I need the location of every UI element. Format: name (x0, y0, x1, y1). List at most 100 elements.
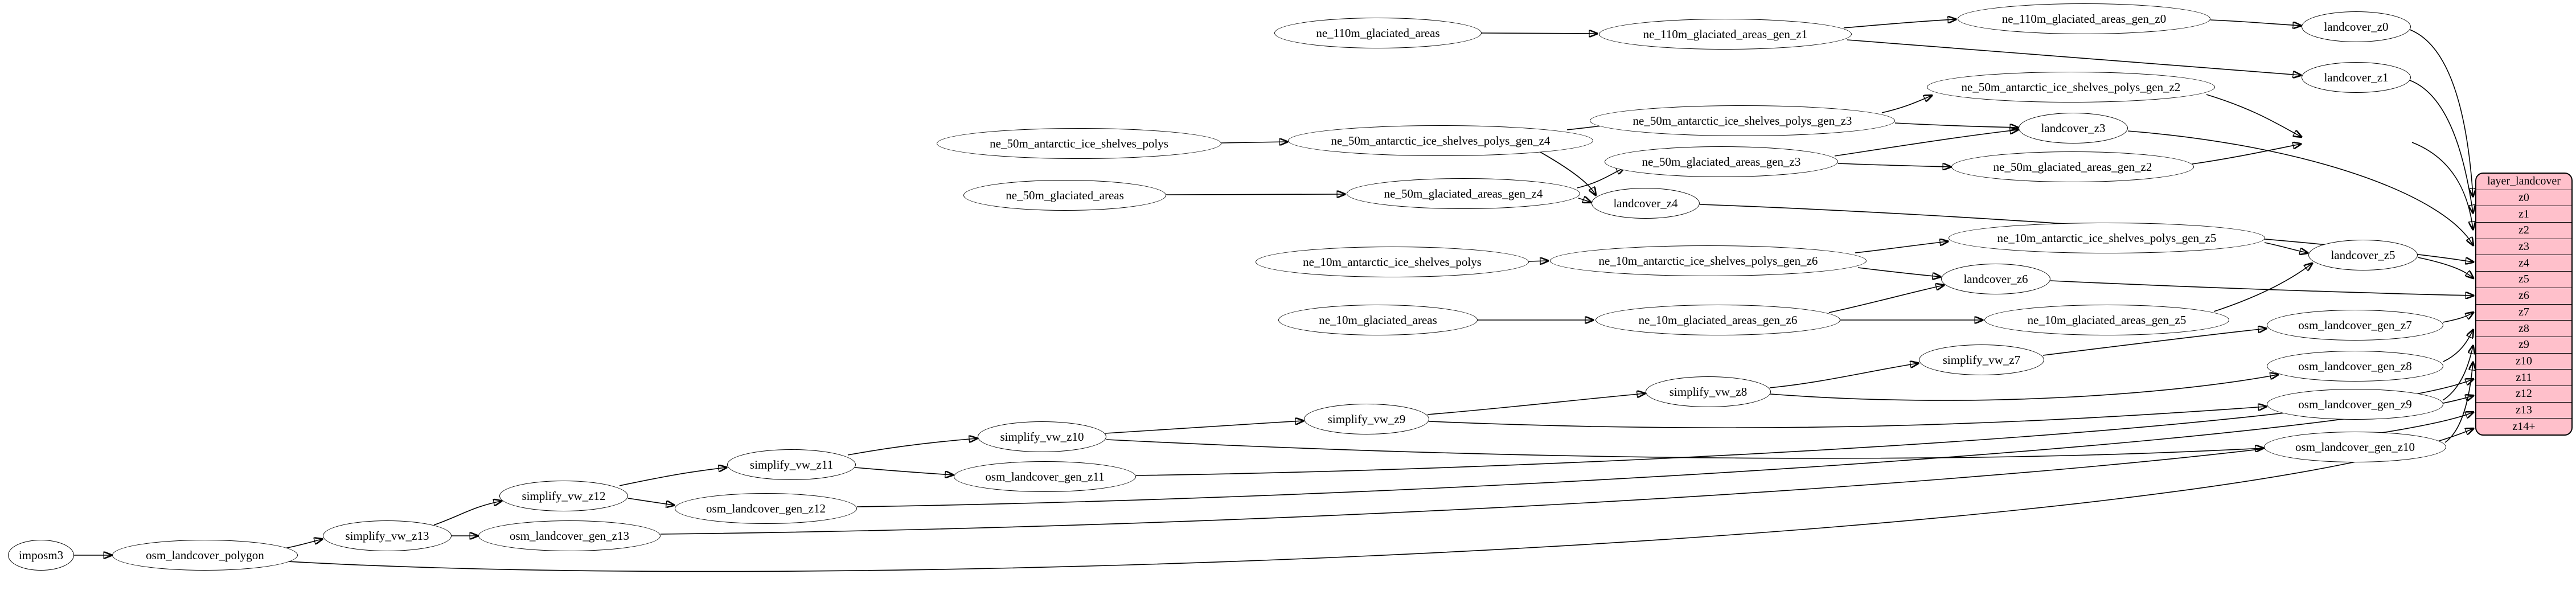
edge-ne_10m_glaciated_gen_z5-landcover_z5 (2213, 264, 2312, 312)
edge-ne_50m_shelves_gen_z2-landcover_z2 (2206, 94, 2301, 137)
node-landcover_z4: landcover_z4 (1591, 188, 1700, 219)
node-osm_landcover_gen_z11: osm_landcover_gen_z11 (954, 461, 1136, 492)
table-row-z9: z9 (2476, 336, 2571, 353)
node-ne_10m_antarctic_ice_shelves_polys: ne_10m_antarctic_ice_shelves_polys (1256, 247, 1529, 277)
edge-ne_110m_gen_z0-landcover_z0 (2210, 19, 2300, 26)
node-osm_landcover_gen_z8: osm_landcover_gen_z8 (2267, 351, 2443, 382)
edge-landcover_z1-z1 (2409, 80, 2473, 212)
node-ne_10m_antarctic_ice_shelves_polys_gen_z6: ne_10m_antarctic_ice_shelves_polys_gen_z… (1550, 245, 1867, 276)
node-osm_landcover_gen_z9: osm_landcover_gen_z9 (2267, 389, 2443, 420)
edge-simplify_vw_z12-osm_landcover_gen_z12 (627, 498, 674, 505)
node-landcover_z1: landcover_z1 (2302, 62, 2411, 93)
table-row-z1: z1 (2476, 206, 2571, 222)
node-landcover_z6: landcover_z6 (1941, 264, 2050, 294)
table-row-z13: z13 (2476, 401, 2571, 419)
table-row-z3: z3 (2476, 238, 2571, 255)
edge-simplify_vw_z13-simplify_vw_z12 (433, 501, 501, 526)
edge-osm_landcover_gen_z10-z10 (2444, 363, 2473, 443)
edge-osm_landcover_gen_z7-z7 (2442, 313, 2473, 323)
node-simplify_vw_z11: simplify_vw_z11 (727, 449, 856, 480)
edge-landcover_z3-z3 (2127, 130, 2473, 245)
node-simplify_vw_z9: simplify_vw_z9 (1304, 404, 1429, 434)
edge-landcover_z2-z2 (2411, 142, 2473, 229)
edge-ne_50m_glaciated-gen_z4 (1166, 194, 1344, 195)
edge-ne_50m_shelves_gen_z3-landcover_z3 (1894, 122, 2017, 128)
table-row-z12: z12 (2476, 385, 2571, 402)
node-ne_50m_glaciated_areas_gen_z2: ne_50m_glaciated_areas_gen_z2 (1951, 151, 2194, 182)
edge-landcover_z6-z6 (2050, 280, 2473, 296)
edge-osm_landcover_gen_z12-z12 (856, 396, 2473, 507)
node-osm_landcover_gen_z12: osm_landcover_gen_z12 (675, 493, 857, 524)
edge-simplify_vw_z12-simplify_vw_z11 (619, 468, 726, 486)
node-ne_10m_glaciated_areas: ne_10m_glaciated_areas (1278, 305, 1478, 335)
edge-ne_110m_gen_z1-gen_z0 (1843, 19, 1955, 28)
edge-ne_10m_shelves_gen_z5-landcover_z5 (2264, 242, 2307, 253)
edge-ne_50m_glaciated_gen_z3-gen_z2 (1837, 163, 1950, 167)
node-simplify_vw_z13: simplify_vw_z13 (323, 520, 452, 551)
edge-osm_landcover_gen_z8-z8 (2443, 330, 2473, 362)
edge-simplify_vw_z10-osm_landcover_gen_z10 (1106, 439, 2263, 459)
node-ne_50m_antarctic_ice_shelves_polys: ne_50m_antarctic_ice_shelves_polys (937, 128, 1221, 159)
edge-ne_50m_glaciated_gen_z3-landcover_z3 (1834, 130, 2017, 157)
node-imposm3: imposm3 (8, 540, 74, 571)
edge-simplify_vw_z7-osm_landcover_gen_z7 (2042, 329, 2266, 356)
edge-osm_landcover_gen_z9-z9 (2442, 346, 2473, 401)
node-simplify_vw_z12: simplify_vw_z12 (499, 481, 628, 511)
node-simplify_vw_z10: simplify_vw_z10 (978, 421, 1106, 452)
edge-osm_landcover_polygon-simplify_vw_z13 (284, 539, 322, 549)
table-row-z6: z6 (2476, 287, 2571, 304)
node-ne_110m_glaciated_areas_gen_z1: ne_110m_glaciated_areas_gen_z1 (1599, 19, 1852, 50)
node-ne_50m_glaciated_areas_gen_z3: ne_50m_glaciated_areas_gen_z3 (1605, 146, 1838, 177)
edge-landcover_z5-z5 (2417, 257, 2473, 278)
node-osm_landcover_gen_z13: osm_landcover_gen_z13 (478, 520, 661, 551)
node-ne_10m_glaciated_areas_gen_z5: ne_10m_glaciated_areas_gen_z5 (1984, 305, 2229, 335)
edge-ne_10m_shelves_gen_z6-gen_z5 (1855, 241, 1947, 253)
edge-simplify_vw_z9-osm_landcover_gen_z9 (1428, 407, 2266, 429)
table-row-z5: z5 (2476, 271, 2571, 288)
edge-landcover_z0-z0 (2409, 29, 2473, 196)
table-row-z2: z2 (2476, 222, 2571, 239)
node-ne_110m_glaciated_areas_gen_z0: ne_110m_glaciated_areas_gen_z0 (1958, 3, 2210, 34)
node-ne_50m_antarctic_ice_shelves_polys_gen_z2: ne_50m_antarctic_ice_shelves_polys_gen_z… (1927, 72, 2215, 102)
node-landcover_z5: landcover_z5 (2308, 240, 2418, 270)
node-ne_110m_glaciated_areas: ne_110m_glaciated_areas (1274, 18, 1482, 48)
edge-simplify_vw_z8-osm_landcover_gen_z8 (1770, 375, 2278, 401)
node-simplify_vw_z8: simplify_vw_z8 (1646, 376, 1771, 407)
edge-simplify_vw_z11-osm_landcover_gen_z11 (854, 467, 953, 475)
table-row-z4: z4 (2476, 255, 2571, 271)
node-ne_50m_glaciated_areas_gen_z4: ne_50m_glaciated_areas_gen_z4 (1347, 178, 1580, 209)
table-title: layer_landcover (2487, 175, 2561, 188)
node-simplify_vw_z7: simplify_vw_z7 (1919, 345, 2044, 375)
table-row-z7: z7 (2476, 304, 2571, 321)
node-ne_50m_antarctic_ice_shelves_polys_gen_z4: ne_50m_antarctic_ice_shelves_polys_gen_z… (1288, 125, 1593, 156)
edge-simplify_vw_z9-simplify_vw_z8 (1427, 393, 1644, 415)
edge-osm_landcover_polygon-z14 (287, 429, 2473, 572)
edge-ne_50m_shelves_gen_z3-gen_z2 (1881, 96, 1931, 113)
edge-ne_110m_gen_z1-landcover_z1 (1847, 39, 2300, 75)
edge-simplify_vw_z11-simplify_vw_z10 (847, 438, 977, 456)
node-ne_10m_antarctic_ice_shelves_polys_gen_z5: ne_10m_antarctic_ice_shelves_polys_gen_z… (1949, 223, 2265, 253)
node-landcover_z3: landcover_z3 (2019, 113, 2128, 143)
node-landcover_z0: landcover_z0 (2302, 11, 2411, 42)
edge-ne_10m_glaciated_gen_z6-landcover_z6 (1828, 285, 1943, 313)
edge-ne_10m_shelves_gen_z6-landcover_z6 (1857, 267, 1940, 277)
table-row-z8: z8 (2476, 320, 2571, 337)
table-row-z10: z10 (2476, 352, 2571, 370)
layer-landcover-table: layer_landcover z0 z1 z2 z3 z4 z5 z6 z7 … (2475, 173, 2573, 436)
table-row-z11: z11 (2476, 369, 2571, 386)
edge-ne_50m_shelves_gen_z4-landcover_z4 (1540, 151, 1595, 195)
node-osm_landcover_polygon: osm_landcover_polygon (112, 540, 298, 571)
node-ne_10m_glaciated_areas_gen_z6: ne_10m_glaciated_areas_gen_z6 (1595, 305, 1840, 335)
edge-simplify_vw_z8-simplify_vw_z7 (1769, 363, 1918, 388)
node-ne_50m_antarctic_ice_shelves_polys_gen_z3: ne_50m_antarctic_ice_shelves_polys_gen_z… (1590, 105, 1895, 136)
node-osm_landcover_gen_z7: osm_landcover_gen_z7 (2267, 310, 2443, 341)
node-osm_landcover_gen_z10: osm_landcover_gen_z10 (2264, 432, 2446, 462)
edge-ne_50m_glaciated_gen_z2-landcover_z2 (2192, 144, 2300, 165)
edge-ne_110m_glaciated_areas-gen_z1 (1481, 33, 1597, 34)
node-ne_50m_glaciated_areas: ne_50m_glaciated_areas (963, 180, 1166, 211)
table-row-z14plus: z14+ (2476, 418, 2571, 434)
edge-ne_50m_shelves-gen_z4 (1221, 142, 1287, 143)
edge-simplify_vw_z10-simplify_vw_z9 (1105, 421, 1303, 434)
edge-ne_50m_glaciated_gen_z4-gen_z3 (1577, 168, 1624, 188)
